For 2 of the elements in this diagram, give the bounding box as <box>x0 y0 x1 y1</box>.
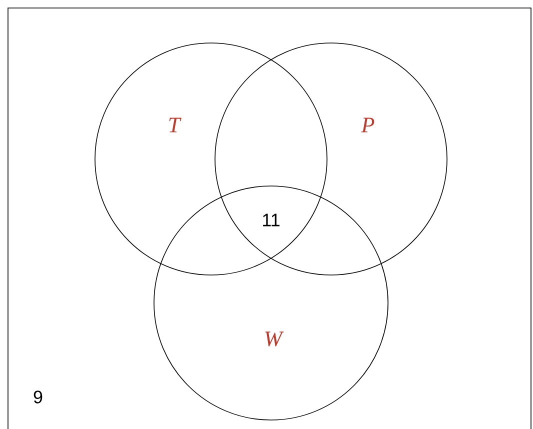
region-count: 11 <box>263 214 280 226</box>
region-count: 9 <box>34 390 42 404</box>
